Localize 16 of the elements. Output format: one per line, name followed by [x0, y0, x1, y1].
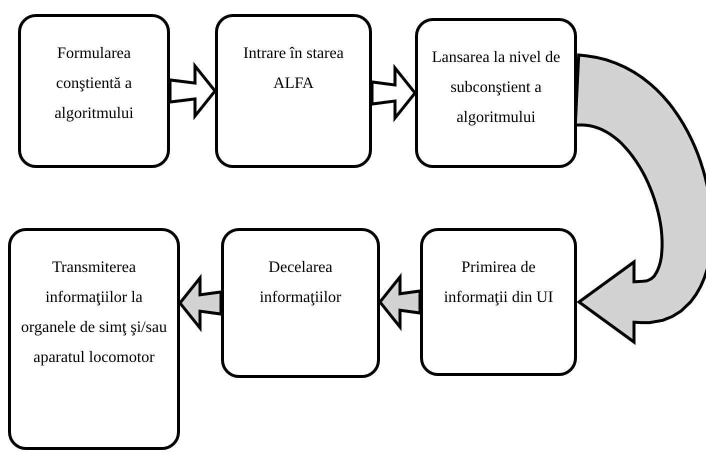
step-text: Decelarea informaţiilor: [258, 258, 342, 308]
step-text: Formularea conştientă a algoritmului: [53, 44, 135, 124]
step-text: Lansarea la nivel de subconştient a algoritmului: [430, 48, 562, 128]
process-box: [221, 228, 380, 378]
process-box: [18, 14, 170, 168]
process-box: [8, 228, 180, 450]
process-box: [415, 18, 577, 168]
step-text: Intrare în starea ALFA: [242, 44, 345, 94]
block-arrow: [168, 62, 217, 120]
step-text: Transmiterea informaţiilor la organele de simţ şi/sau aparatul locomotor: [20, 258, 168, 368]
block-arrow: [378, 272, 422, 332]
block-arrow: [178, 274, 222, 332]
block-arrow: [370, 64, 417, 122]
process-box: [420, 228, 577, 376]
process-box: [215, 14, 372, 168]
step-text: Primirea de informaţii din UI: [442, 258, 554, 308]
